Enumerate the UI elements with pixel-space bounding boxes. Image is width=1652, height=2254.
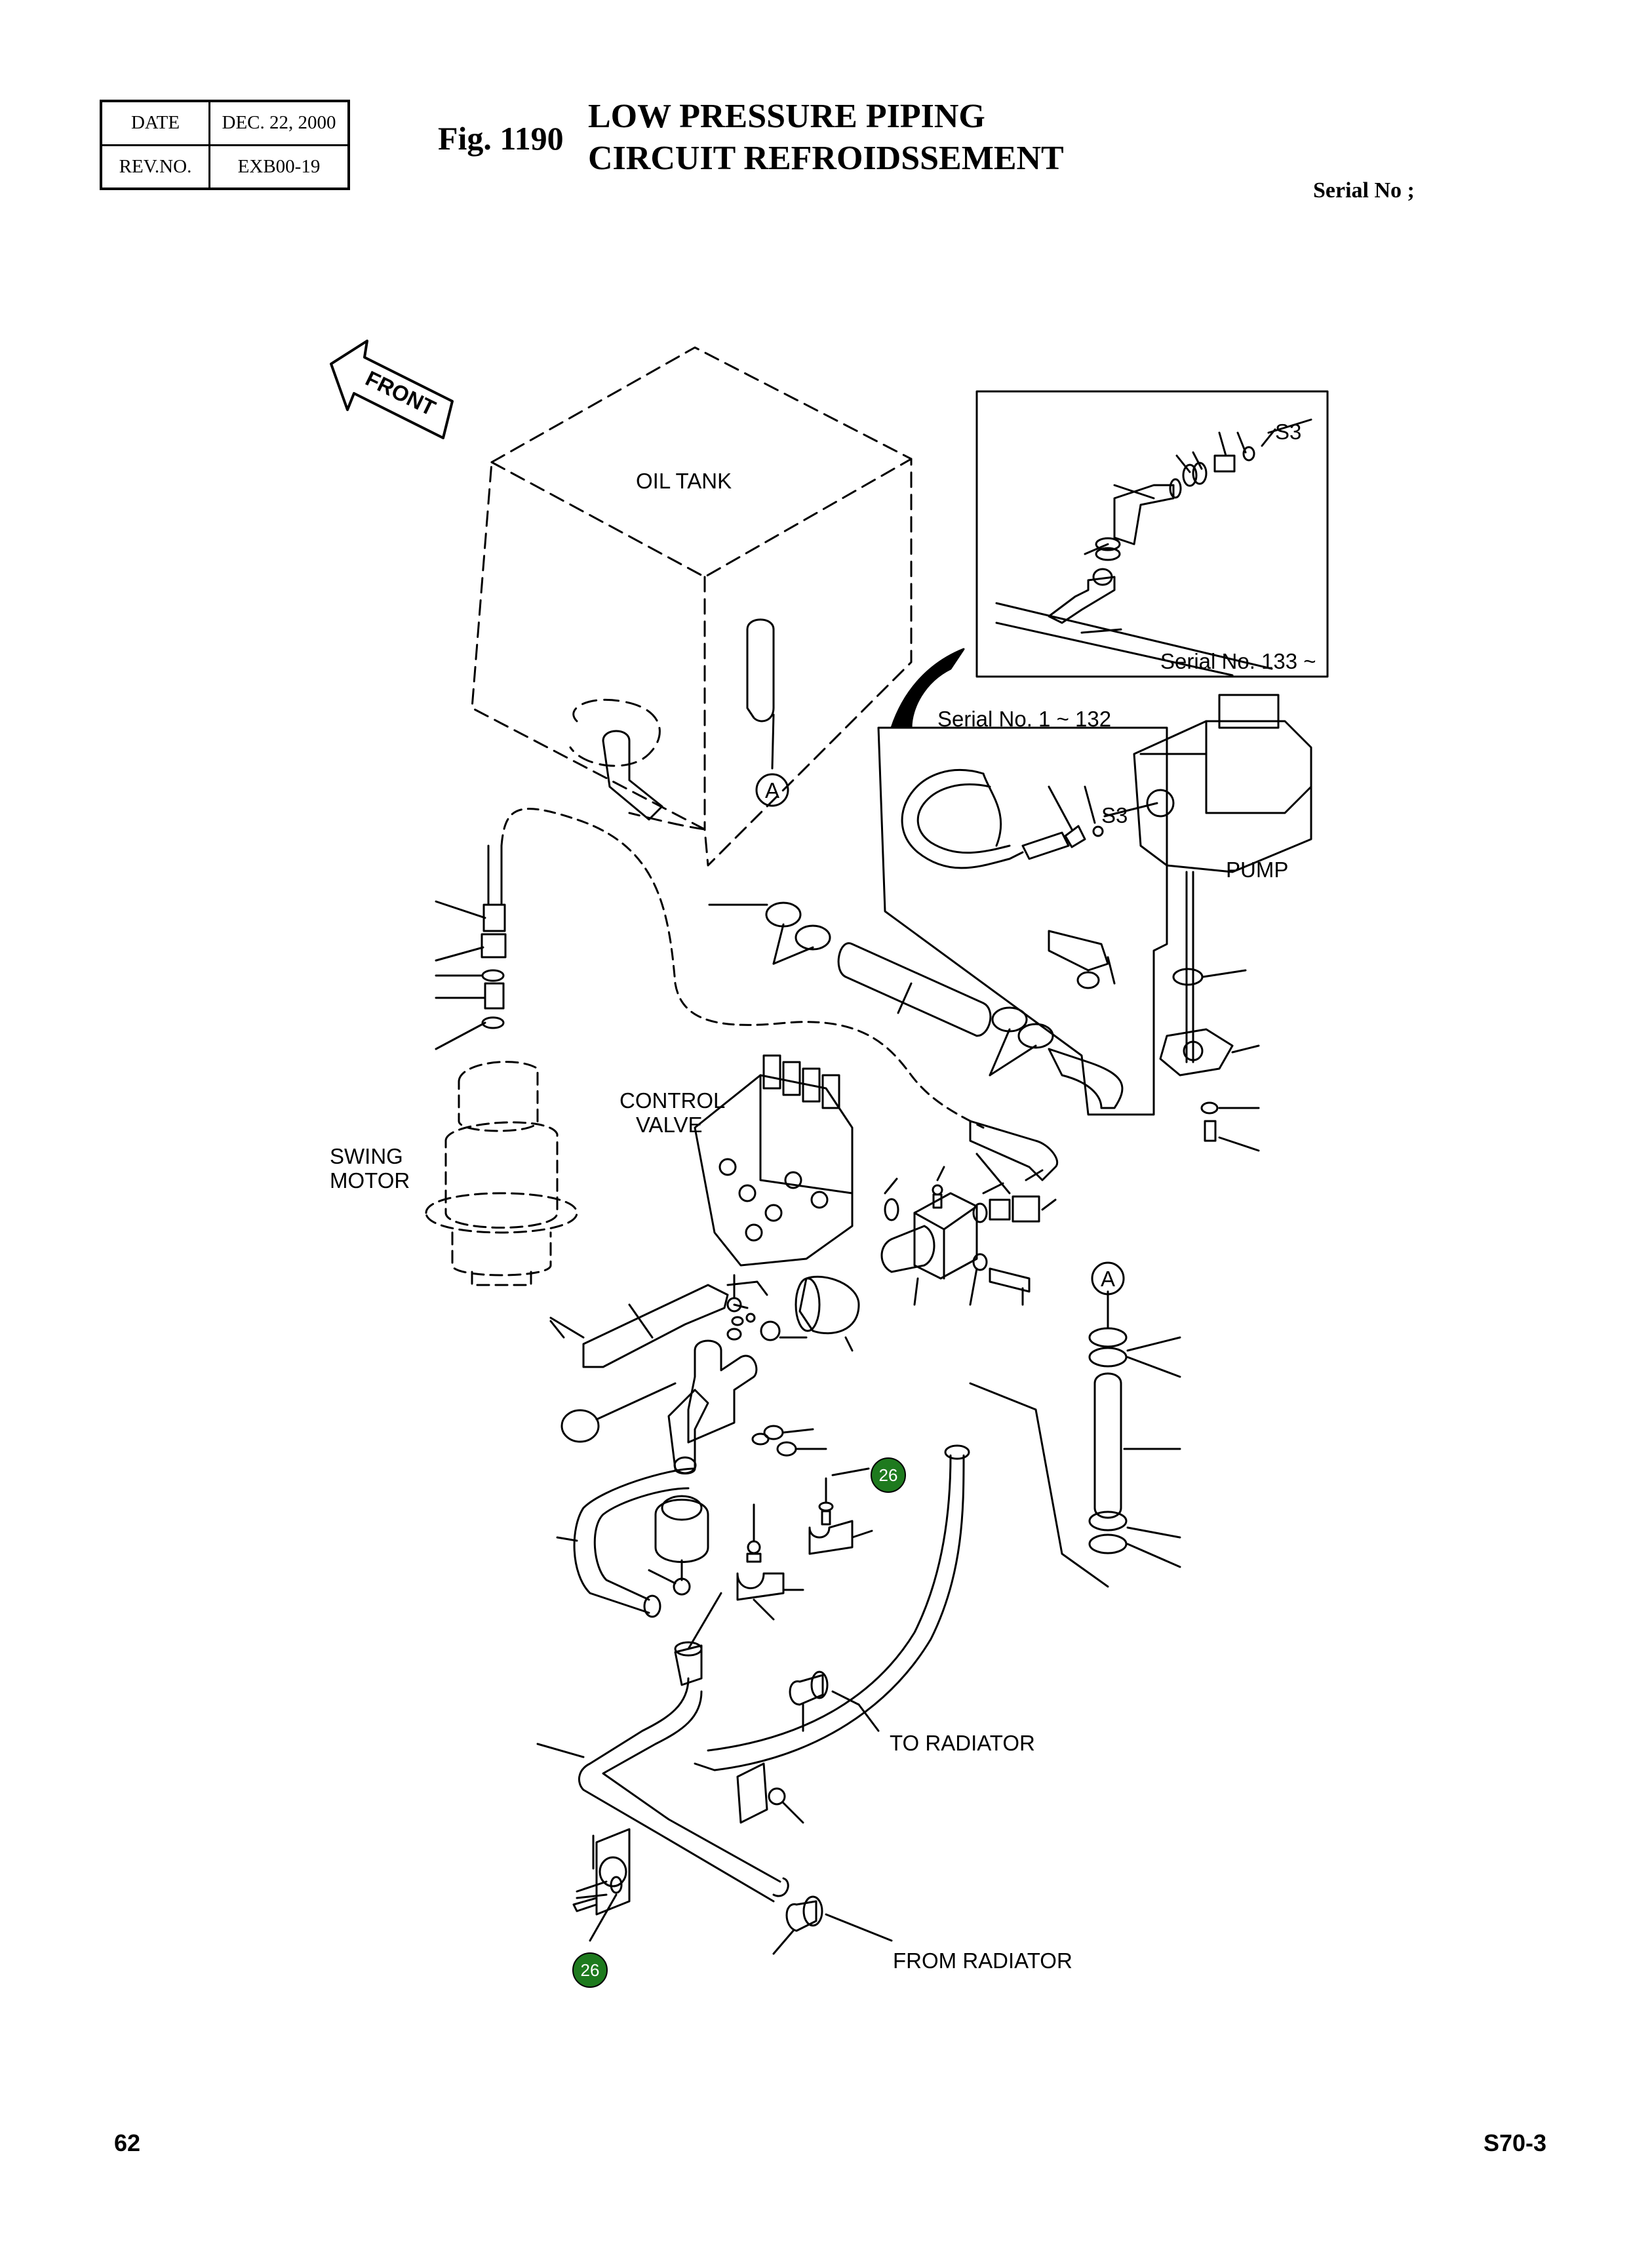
rev-label: REV.NO. xyxy=(100,144,210,190)
swing-motor-fittings xyxy=(435,844,507,1050)
drain-hose-dashed xyxy=(500,808,985,1129)
control-valve-label-line1: CONTROL xyxy=(620,1088,725,1113)
connector-a-hose xyxy=(1091,1261,1125,1295)
figure-number: Fig. 1190 xyxy=(438,120,564,157)
front-arrow-icon xyxy=(330,340,454,439)
connector-a-tank xyxy=(755,773,789,807)
to-radiator-label: TO RADIATOR xyxy=(890,1731,1035,1755)
revision-row: REV.NO. EXB00-19 xyxy=(100,144,350,190)
s3-label-main: S3 xyxy=(1101,803,1128,827)
pump-label: PUMP xyxy=(1226,858,1288,882)
svg-text:26: 26 xyxy=(581,1960,600,1980)
inset-serial-new-label: Serial No. 133 ~ xyxy=(1160,649,1316,673)
fasteners-center xyxy=(648,1425,873,1621)
pump xyxy=(1133,694,1312,1152)
page-title-line2: CIRCUIT REFROIDSSEMENT xyxy=(588,140,1064,177)
swing-motor xyxy=(425,1061,578,1286)
ref-badge-26-lower: 26 xyxy=(572,1952,608,1988)
rev-value: EXB00-19 xyxy=(208,144,350,190)
from-radiator-label: FROM RADIATOR xyxy=(893,1948,1072,1973)
date-label: DATE xyxy=(100,100,210,146)
suction-hose-assembly xyxy=(708,901,1124,1109)
coolant-pipe-assembly xyxy=(536,1444,970,1903)
inset-pointer-arrow-icon xyxy=(890,648,965,729)
oil-tank-label: OIL TANK xyxy=(636,469,732,493)
pipe-bracket xyxy=(549,1274,808,1368)
return-hose-upper xyxy=(969,1120,1059,1195)
serial-number-label: Serial No ; xyxy=(1313,178,1415,203)
tee-fitting xyxy=(560,1339,758,1474)
hose-a xyxy=(969,1290,1181,1588)
swing-motor-label-line1: SWING xyxy=(330,1144,403,1168)
inset-serial-1-132 xyxy=(877,726,1168,1116)
page-title-line1: LOW PRESSURE PIPING xyxy=(588,98,985,135)
swing-motor-label-line2: MOTOR xyxy=(330,1168,410,1193)
control-valve xyxy=(694,1054,854,1267)
s3-label-inset: S3 xyxy=(1275,420,1301,444)
date-value: DEC. 22, 2000 xyxy=(208,100,350,146)
svg-text:26: 26 xyxy=(879,1465,898,1485)
inset-serial-133 xyxy=(975,390,1329,678)
connector-a-hose-label: A xyxy=(1101,1267,1115,1291)
ref-badge-26-upper: 26 xyxy=(871,1457,906,1493)
oil-tank-outline xyxy=(471,346,913,867)
connector-a-tank-label: A xyxy=(765,778,779,802)
page-number: 62 xyxy=(114,2129,141,2156)
date-row: DATE DEC. 22, 2000 xyxy=(100,100,350,146)
inset-serial-old-label: Serial No. 1 ~ 132 xyxy=(937,707,1111,731)
lower-clamps xyxy=(572,1762,893,1955)
control-valve-label-line2: VALVE xyxy=(636,1113,703,1137)
tank-suction-pipe xyxy=(602,618,775,821)
relief-block xyxy=(880,1166,1057,1306)
model-code: S70-3 xyxy=(1484,2129,1547,2156)
elbow-hose xyxy=(795,1275,860,1352)
revision-info-table: DATE DEC. 22, 2000 REV.NO. EXB00-19 xyxy=(100,100,350,190)
